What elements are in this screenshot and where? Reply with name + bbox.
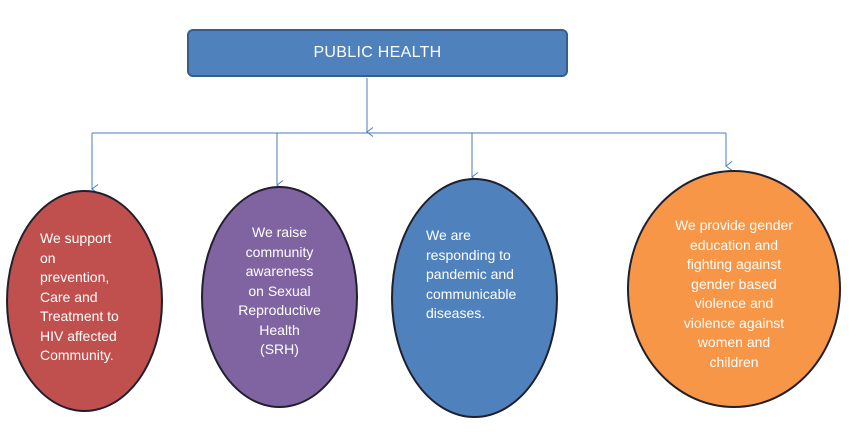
text-line: on <box>40 249 56 266</box>
text-line: violence and <box>694 295 774 311</box>
public-health-box: PUBLIC HEALTH <box>187 29 568 77</box>
text-line: communicable <box>426 285 517 302</box>
text-line: education and <box>690 236 778 253</box>
text-line: pandemic and <box>426 266 514 282</box>
text-line: Health <box>259 321 300 338</box>
srh-awareness-text: We raise community awareness on Sexual R… <box>228 223 331 360</box>
text-line: HIV affected <box>40 327 117 344</box>
text-line: on Sexual <box>248 282 311 299</box>
public-health-title: PUBLIC HEALTH <box>313 44 442 61</box>
text-line: violence against <box>683 314 785 331</box>
gender-education-oval <box>627 170 841 408</box>
text-line: awareness <box>245 263 314 279</box>
text-line: gender based <box>691 275 777 292</box>
text-line: We support <box>40 230 112 246</box>
hiv-support-text: We support on prevention, Care and Treat… <box>40 229 129 366</box>
text-line: (SRH) <box>260 341 299 357</box>
pandemic-response-oval <box>391 178 558 418</box>
gender-education-text: We provide gender education and fighting… <box>666 216 802 372</box>
text-line: diseases. <box>426 305 486 321</box>
text-line: children <box>709 353 759 370</box>
text-line: women and <box>697 334 771 350</box>
text-line: prevention, <box>40 269 110 285</box>
text-line: We are <box>426 227 471 243</box>
hiv-support-oval <box>6 190 163 412</box>
text-line: We raise <box>252 224 307 240</box>
text-line: responding to <box>426 246 511 263</box>
text-line: Care and <box>40 288 98 305</box>
pandemic-response-text: We are responding to pandemic and commun… <box>426 226 523 324</box>
text-line: We provide gender <box>674 217 794 233</box>
text-line: Community. <box>40 347 114 363</box>
text-line: Reproductive <box>238 302 321 318</box>
text-line: Treatment to <box>40 308 119 324</box>
text-line: fighting against <box>686 256 782 272</box>
text-line: community <box>245 243 314 260</box>
srh-awareness-oval <box>201 186 358 408</box>
